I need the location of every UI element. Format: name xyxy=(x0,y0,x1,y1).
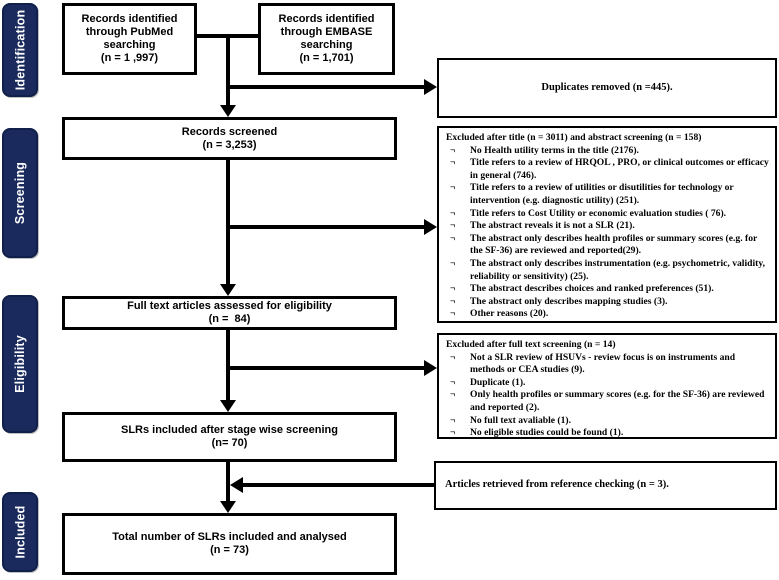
excluded-fulltext-list: ¬Not a SLR review of HSUVs - review focu… xyxy=(446,352,771,439)
stage-label-eligibility: Eligibility xyxy=(13,335,28,393)
exclusion-reason: ¬No Health utility terms in the title (2… xyxy=(446,145,771,158)
stage-label-screening: Screening xyxy=(13,161,27,225)
exclusion-reason: ¬No eligible studies could be found (1). xyxy=(446,427,771,439)
bullet-glyph: ¬ xyxy=(450,376,456,388)
arrow-to-total-head xyxy=(220,501,236,513)
bullet-glyph: ¬ xyxy=(450,414,456,426)
box-slr-included: SLRs included after stage wise screening… xyxy=(62,412,397,462)
exclusion-reason: ¬Title refers to a review of HRQOL , PRO… xyxy=(446,157,771,182)
arrow-to-excluded2-head xyxy=(424,360,437,376)
box-excluded-fulltext: Excluded after full text screening (n = … xyxy=(437,333,777,439)
bullet-glyph: ¬ xyxy=(450,308,456,320)
bullet-glyph: ¬ xyxy=(450,182,456,194)
exclusion-reason: ¬The abstract reveals it is not a SLR (2… xyxy=(446,220,771,233)
arrow-to-excluded1-head xyxy=(424,219,437,235)
box-slr-included-count: (n= 70) xyxy=(211,437,248,449)
box-excluded-title-abstract: Excluded after title (n = 3011) and abst… xyxy=(437,126,777,323)
excluded-fulltext-heading: Excluded after full text screening (n = … xyxy=(446,339,616,350)
arrow-to-screened-head xyxy=(220,105,236,117)
arrow-to-screened-line xyxy=(226,36,230,106)
bullet-glyph: ¬ xyxy=(450,283,456,295)
arrow-to-duplicates-line xyxy=(228,85,426,89)
bullet-glyph: ¬ xyxy=(450,232,456,244)
stage-label-included: Included xyxy=(13,505,27,559)
arrow-to-total-line xyxy=(226,462,230,502)
bullet-glyph: ¬ xyxy=(450,427,456,439)
box-records-embase-count: (n = 1,701) xyxy=(299,52,354,64)
stage-pill-screening: Screening xyxy=(2,128,38,258)
excluded-title-abstract-list: ¬No Health utility terms in the title (2… xyxy=(446,145,771,321)
exclusion-reason: ¬The abstract describes choices and rank… xyxy=(446,283,771,296)
exclusion-reason: ¬The abstract only describes instrumenta… xyxy=(446,258,771,283)
exclusion-reason: ¬The abstract only describes mapping stu… xyxy=(446,296,771,309)
arrow-to-slr-line xyxy=(226,330,230,401)
bullet-glyph: ¬ xyxy=(450,351,456,363)
exclusion-reason: ¬Title refers to a review of utilities o… xyxy=(446,182,771,207)
box-records-pubmed: Records identified through PubMed search… xyxy=(62,3,197,75)
box-reference-checking: Articles retrieved from reference checki… xyxy=(434,461,777,510)
box-slr-included-text: SLRs included after stage wise screening xyxy=(120,424,338,436)
box-reference-checking-text: Articles retrieved from reference checki… xyxy=(445,479,669,491)
box-records-screened-text: Records screened xyxy=(181,125,278,138)
exclusion-reason: ¬Title refers to Cost Utility or economi… xyxy=(446,208,771,221)
bullet-glyph: ¬ xyxy=(450,295,456,307)
stage-pill-identification: Identification xyxy=(2,3,38,97)
box-records-screened-count: (n = 3,253) xyxy=(202,138,257,151)
box-records-embase: Records identified through EMBASE search… xyxy=(258,3,395,75)
bullet-glyph: ¬ xyxy=(450,389,456,401)
box-total-included-text: Total number of SLRs included and analys… xyxy=(112,531,347,543)
bullet-glyph: ¬ xyxy=(450,207,456,219)
exclusion-reason: ¬Not a SLR review of HSUVs - review focu… xyxy=(446,352,771,377)
arrow-to-fulltext-line xyxy=(226,160,230,285)
stage-pill-eligibility: Eligibility xyxy=(2,295,38,433)
box-duplicates-removed: Duplicates removed (n =445). xyxy=(437,58,777,118)
box-records-pubmed-count: (n = 1 ,997) xyxy=(100,52,159,64)
stage-pill-included: Included xyxy=(2,492,38,572)
arrow-to-slr-head xyxy=(220,400,236,412)
exclusion-reason: ¬The abstract only describes health prof… xyxy=(446,233,771,258)
exclusion-reason: ¬Duplicate (1). xyxy=(446,377,771,390)
box-fulltext-assessed-count: (n = 84) xyxy=(208,313,251,325)
box-records-screened: Records screened (n = 3,253) xyxy=(62,117,397,160)
box-fulltext-assessed: Full text articles assessed for eligibil… xyxy=(62,296,397,330)
bullet-glyph: ¬ xyxy=(450,144,456,156)
exclusion-reason: ¬Only health profiles or summary scores … xyxy=(446,389,771,414)
arrow-from-refcheck-head xyxy=(230,477,243,493)
exclusion-reason: ¬Other reasons (20). xyxy=(446,308,771,321)
arrow-to-excluded2-line xyxy=(228,366,426,370)
arrow-to-fulltext-head xyxy=(220,284,236,296)
stage-label-identification: Identification xyxy=(13,9,28,91)
arrow-from-refcheck-line xyxy=(242,483,434,487)
bullet-glyph: ¬ xyxy=(450,257,456,269)
box-total-included: Total number of SLRs included and analys… xyxy=(62,513,397,575)
bullet-glyph: ¬ xyxy=(450,157,456,169)
box-total-included-count: (n = 73) xyxy=(210,544,249,556)
arrow-to-duplicates-head xyxy=(424,79,437,95)
excluded-title-abstract-heading: Excluded after title (n = 3011) and abst… xyxy=(446,132,702,143)
bullet-glyph: ¬ xyxy=(450,220,456,232)
box-duplicates-removed-text: Duplicates removed (n =445). xyxy=(541,81,673,93)
box-records-embase-text: Records identified through EMBASE search… xyxy=(278,13,375,51)
box-records-pubmed-text: Records identified through PubMed search… xyxy=(81,13,178,51)
box-fulltext-assessed-text: Full text articles assessed for eligibil… xyxy=(127,300,332,312)
arrow-to-excluded1-line xyxy=(228,225,426,229)
exclusion-reason: ¬No full text avaliable (1). xyxy=(446,415,771,428)
